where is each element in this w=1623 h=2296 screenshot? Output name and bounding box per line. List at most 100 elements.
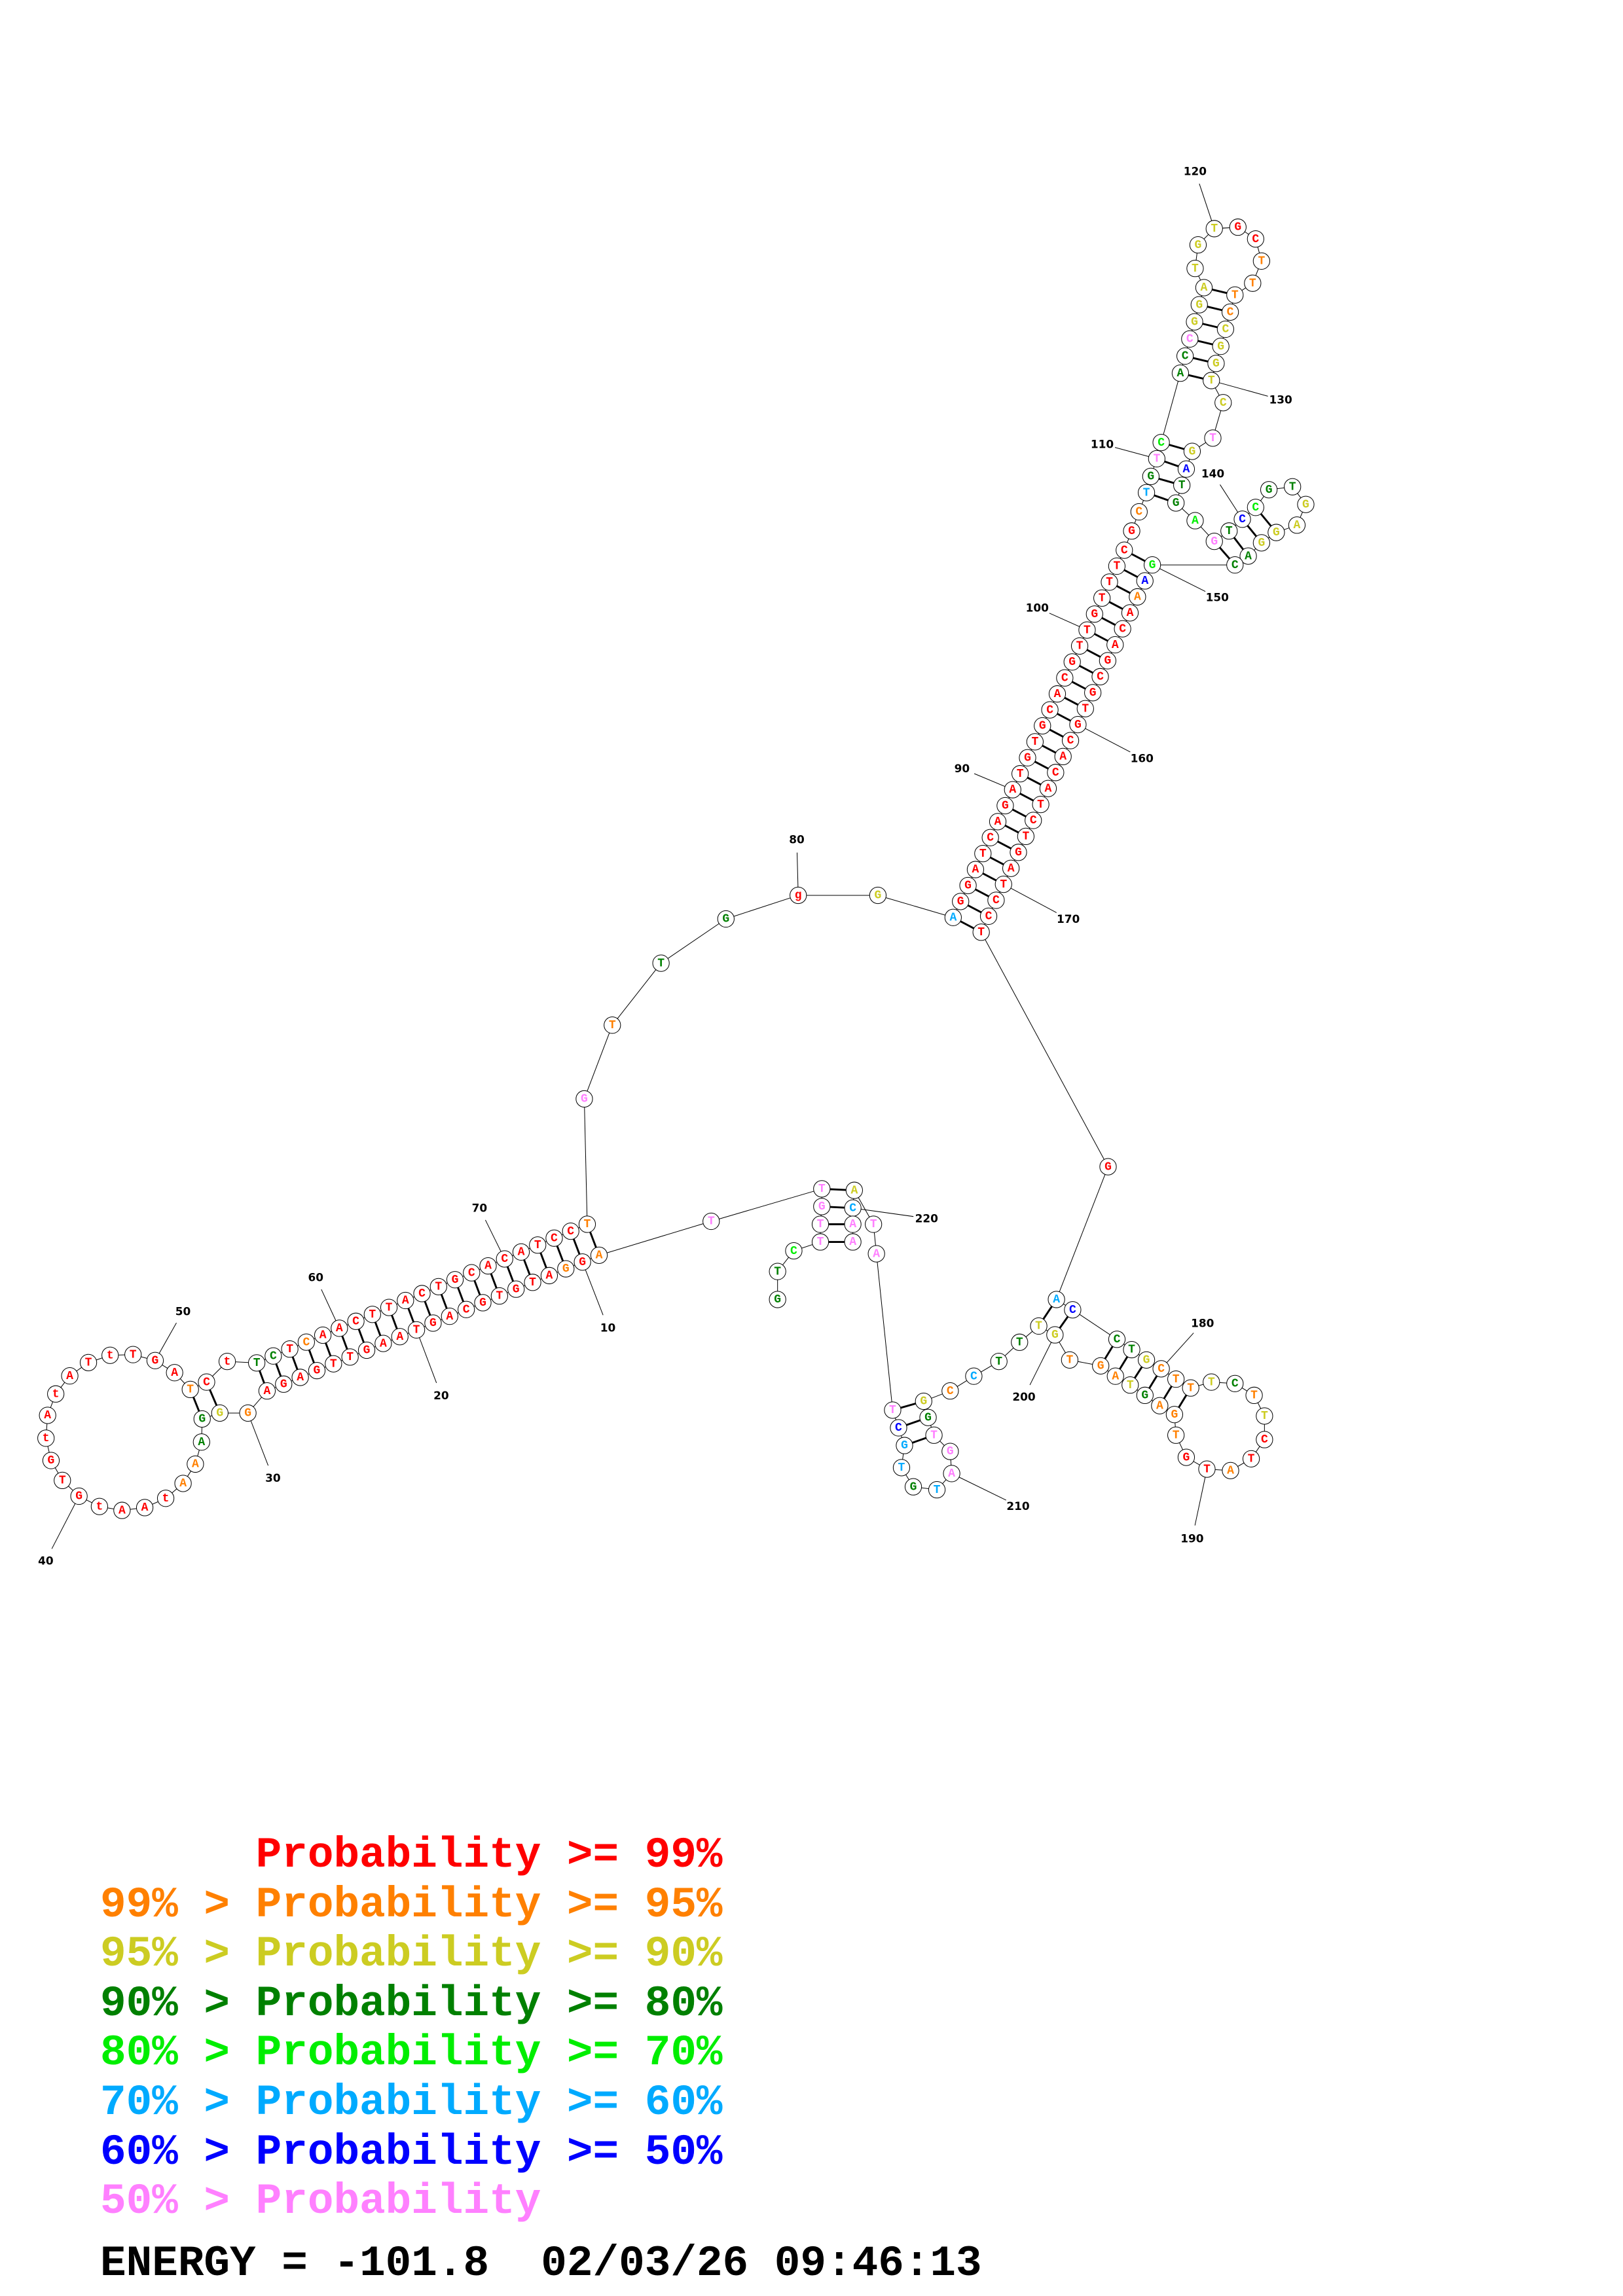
nucleotide-circle (959, 876, 977, 895)
nucleotide-letter: T (1211, 223, 1218, 236)
nucleotide-circle (1247, 230, 1264, 248)
nucleotide-circle (1222, 1462, 1239, 1479)
nucleotide: G (1092, 1357, 1110, 1374)
nucleotide: G (275, 1375, 293, 1393)
backbone-segment (598, 1221, 712, 1256)
nucleotide-circle (325, 1355, 342, 1372)
nucleotide-circle (248, 1354, 266, 1372)
nucleotide: A (391, 1328, 409, 1346)
nucleotide-letter: G (1217, 340, 1224, 353)
nucleotide-letter: A (141, 1501, 149, 1515)
nucleotide-circle (291, 1369, 309, 1386)
nucleotide-circle (463, 1264, 481, 1282)
nucleotide-circle (264, 1347, 282, 1365)
nucleotide: A (867, 1245, 885, 1263)
nucleotide-letter: G (244, 1407, 251, 1420)
nucleotide-circle (374, 1335, 392, 1352)
nucleotide-letter: A (518, 1246, 525, 1259)
nucleotide-letter: C (985, 910, 993, 924)
nucleotide-letter: G (1211, 535, 1218, 548)
nucleotide-circle (1190, 296, 1208, 314)
nucleotide: T (972, 924, 990, 941)
nucleotide-circle (1152, 433, 1170, 452)
nucleotide-letter: T (995, 1355, 1002, 1369)
nucleotide: G (1085, 605, 1103, 623)
nucleotide-circle (524, 1274, 541, 1291)
nucleotide-circle (181, 1380, 199, 1399)
nucleotide-letter: G (875, 889, 882, 903)
legend-prefix: 99% > (100, 1880, 256, 1929)
nucleotide-circle (1041, 701, 1059, 719)
nucleotide: A (1177, 460, 1195, 478)
nucleotide: C (1047, 764, 1065, 781)
position-label: 20 (433, 1389, 449, 1402)
position-leader-line (1078, 724, 1131, 753)
nucleotide-circle (1136, 1386, 1154, 1405)
position-labels-layer: 1020304050607080901001101201301401501601… (38, 164, 1292, 1567)
nucleotide-letter: T (1248, 1453, 1255, 1466)
position-leader-line (852, 1208, 914, 1217)
nucleotide-circle (1099, 1158, 1117, 1175)
nucleotide-circle (1010, 844, 1027, 861)
nucleotide-letter: G (1143, 1354, 1150, 1367)
nucleotide-circle (1195, 279, 1213, 296)
nucleotide-letter: T (979, 848, 987, 861)
nucleotide-circle (174, 1475, 192, 1492)
nucleotide-circle (1152, 1360, 1170, 1378)
nucleotide: T (1148, 450, 1165, 468)
nucleotide: G (904, 1478, 922, 1496)
legend-prefix: 70% > (100, 2078, 256, 2127)
backbone-segment (661, 918, 727, 964)
nucleotide-circle (1205, 532, 1223, 550)
nucleotide-letter: T (1208, 374, 1215, 387)
nucleotide: G (70, 1487, 88, 1505)
legend-prefix: 60% > (100, 2128, 256, 2177)
nucleotide: C (987, 891, 1005, 909)
nucleotide: T (892, 1459, 911, 1477)
nucleotide-letter: T (1022, 831, 1029, 844)
nucleotide-letter: G (722, 913, 729, 926)
nucleotide-circle (512, 1243, 530, 1261)
position-label: 190 (1180, 1532, 1203, 1545)
nucleotide-circle (1106, 636, 1124, 654)
nucleotide: A (1002, 859, 1020, 877)
nucleotide: C (890, 1419, 907, 1437)
nucleotide-circle (1143, 556, 1161, 574)
nucleotide: G (1229, 218, 1247, 236)
nucleotide-letter: C (987, 831, 994, 844)
nucleotide: G (308, 1361, 326, 1380)
nucleotide-letter: t (224, 1355, 231, 1369)
nucleotide-letter: T (889, 1404, 896, 1417)
nucleotide-circle (1183, 442, 1201, 460)
position-label: 200 (1012, 1390, 1035, 1403)
base-pairs-layer (189, 287, 1277, 1446)
nucleotide-letter: C (1097, 671, 1104, 684)
nucleotide-circle (397, 1291, 414, 1310)
nucleotide-circle (113, 1501, 131, 1519)
nucleotide: C (1226, 1374, 1244, 1393)
nucleotide: G (1099, 1158, 1117, 1175)
nucleotide-letter: t (162, 1492, 170, 1505)
nucleotide-circle (1256, 1407, 1273, 1425)
nucleotide-circle (952, 893, 970, 910)
nucleotide: G (1189, 236, 1207, 254)
nucleotide: T (1076, 700, 1094, 717)
nucleotide-circle (545, 1229, 563, 1247)
nucleotide: G (769, 1291, 786, 1308)
nucleotide-letter: T (529, 1276, 536, 1289)
nucleotide: A (187, 1455, 204, 1473)
nucleotide-circle (915, 1392, 932, 1410)
nucleotide-circle (357, 1341, 376, 1359)
nucleotide: T (1203, 1373, 1220, 1391)
nucleotide-circle (966, 861, 985, 878)
nucleotide-letter: C (1158, 1363, 1165, 1376)
nucleotide-circle (989, 813, 1007, 831)
nucleotide-circle (429, 1278, 447, 1295)
nucleotide-letter: C (1252, 501, 1259, 514)
nucleotide: T (994, 875, 1012, 893)
legend-line-8: 50% > Probability (100, 2177, 541, 2227)
nucleotide-circle (1242, 1450, 1260, 1467)
nucleotide-letter: G (1097, 1360, 1104, 1373)
nucleotide: T (1182, 1379, 1199, 1397)
